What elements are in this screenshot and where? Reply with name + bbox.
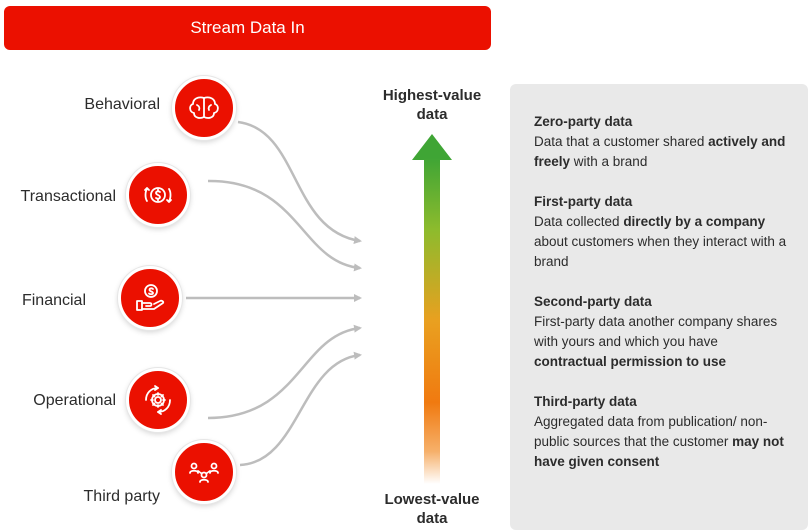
financial-circle	[118, 266, 182, 330]
definition-zero-party: Zero-party data Data that a customer sha…	[534, 112, 788, 172]
highest-value-label: Highest-value data	[382, 87, 482, 123]
definitions-panel: Zero-party data Data that a customer sha…	[510, 84, 808, 530]
third-party-circle	[172, 440, 236, 504]
source-label-transactional: Transactional	[20, 188, 116, 205]
behavioral-circle	[172, 76, 236, 140]
definition-text: Aggregated data from publication/ non-pu…	[534, 414, 784, 469]
hand-coin-icon	[136, 284, 165, 311]
definition-third-party: Third-party data Aggregated data from pu…	[534, 392, 788, 472]
value-gradient-bar	[424, 158, 440, 484]
definition-text: Data collected directly by a company abo…	[534, 214, 787, 269]
definition-first-party: First-party data Data collected directly…	[534, 192, 788, 272]
gear-cycle-icon	[145, 385, 171, 415]
stream-data-in-banner: Stream Data In	[4, 6, 491, 50]
definition-text: First-party data another company shares …	[534, 314, 778, 369]
banner-title: Stream Data In	[190, 18, 305, 37]
flow-arrow-transactional	[207, 179, 362, 272]
source-label-financial: Financial	[21, 292, 86, 309]
flow-arrow-behavioral	[237, 120, 362, 245]
definition-text: Data that a customer shared actively and…	[534, 134, 786, 169]
lowest-value-label: Lowest-value data	[384, 491, 480, 527]
operational-circle	[126, 368, 190, 432]
flow-arrow-third-party	[239, 351, 362, 467]
currency-exchange-icon	[144, 187, 172, 203]
transactional-circle	[126, 163, 190, 227]
flow-arrow-operational	[207, 324, 362, 420]
source-label-behavioral: Behavioral	[84, 96, 160, 113]
people-network-icon	[189, 462, 219, 483]
definition-second-party: Second-party data First-party data anoth…	[534, 292, 788, 372]
definition-title: Zero-party data	[534, 114, 633, 129]
definition-title: First-party data	[534, 194, 633, 209]
definition-title: Second-party data	[534, 294, 652, 309]
source-label-operational: Operational	[33, 392, 116, 409]
source-label-third-party: Third party	[83, 488, 160, 505]
definition-title: Third-party data	[534, 394, 637, 409]
brain-icon	[189, 96, 219, 119]
value-arrow-head	[412, 134, 452, 160]
